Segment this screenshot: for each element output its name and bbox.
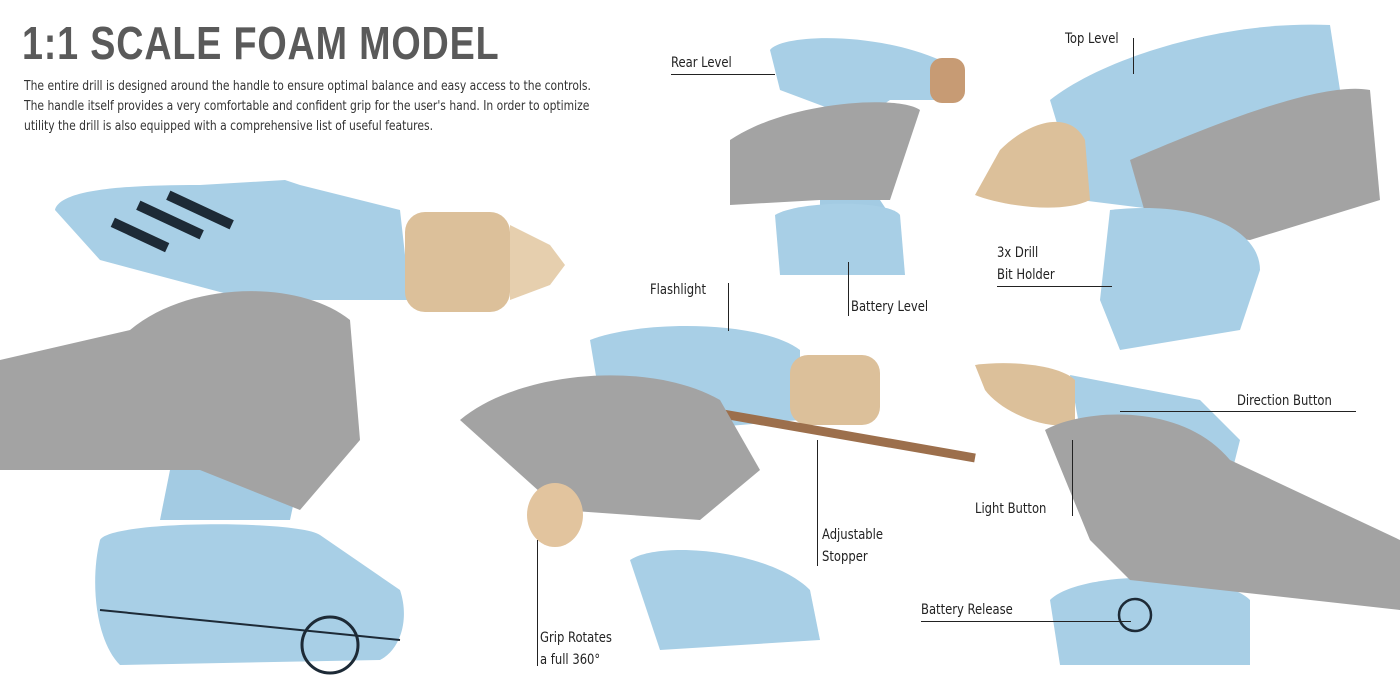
callout-light-button: Light Button (975, 501, 1047, 517)
callout-top-level: Top Level (1065, 31, 1119, 47)
leader-line (728, 283, 729, 331)
leader-line (817, 440, 818, 566)
callout-grip-2: a full 360° (540, 652, 601, 668)
callout-battery-level: Battery Level (851, 299, 929, 315)
leader-line (997, 286, 1112, 287)
leader-line (537, 540, 538, 666)
leader-line (671, 74, 775, 75)
callout-direction-button: Direction Button (1237, 393, 1332, 409)
callout-rear-level: Rear Level (671, 55, 732, 71)
callout-battery-release: Battery Release (921, 602, 1013, 618)
page-title: 1:1 SCALE FOAM MODEL (22, 17, 500, 69)
leader-line (921, 621, 1131, 622)
leader-line (1120, 411, 1356, 412)
main-drill-photo (0, 180, 565, 675)
callout-grip-1: Grip Rotates (540, 630, 612, 646)
rear-view-drill-photo (730, 38, 965, 275)
callout-flashlight: Flashlight (650, 282, 707, 298)
leader-line (1072, 440, 1073, 516)
leader-line (1133, 38, 1134, 74)
callout-bit-holder-1: 3x Drill (997, 245, 1039, 261)
callout-bit-holder-2: Bit Holder (997, 267, 1055, 283)
leader-line (848, 262, 849, 316)
callout-stopper-1: Adjustable (822, 527, 884, 543)
callout-stopper-2: Stopper (822, 549, 868, 565)
side-view-drill-photo (975, 363, 1400, 665)
grip-drill-photo (460, 326, 976, 650)
top-view-drill-photo (975, 24, 1380, 350)
description: The entire drill is designed around the … (24, 79, 591, 134)
